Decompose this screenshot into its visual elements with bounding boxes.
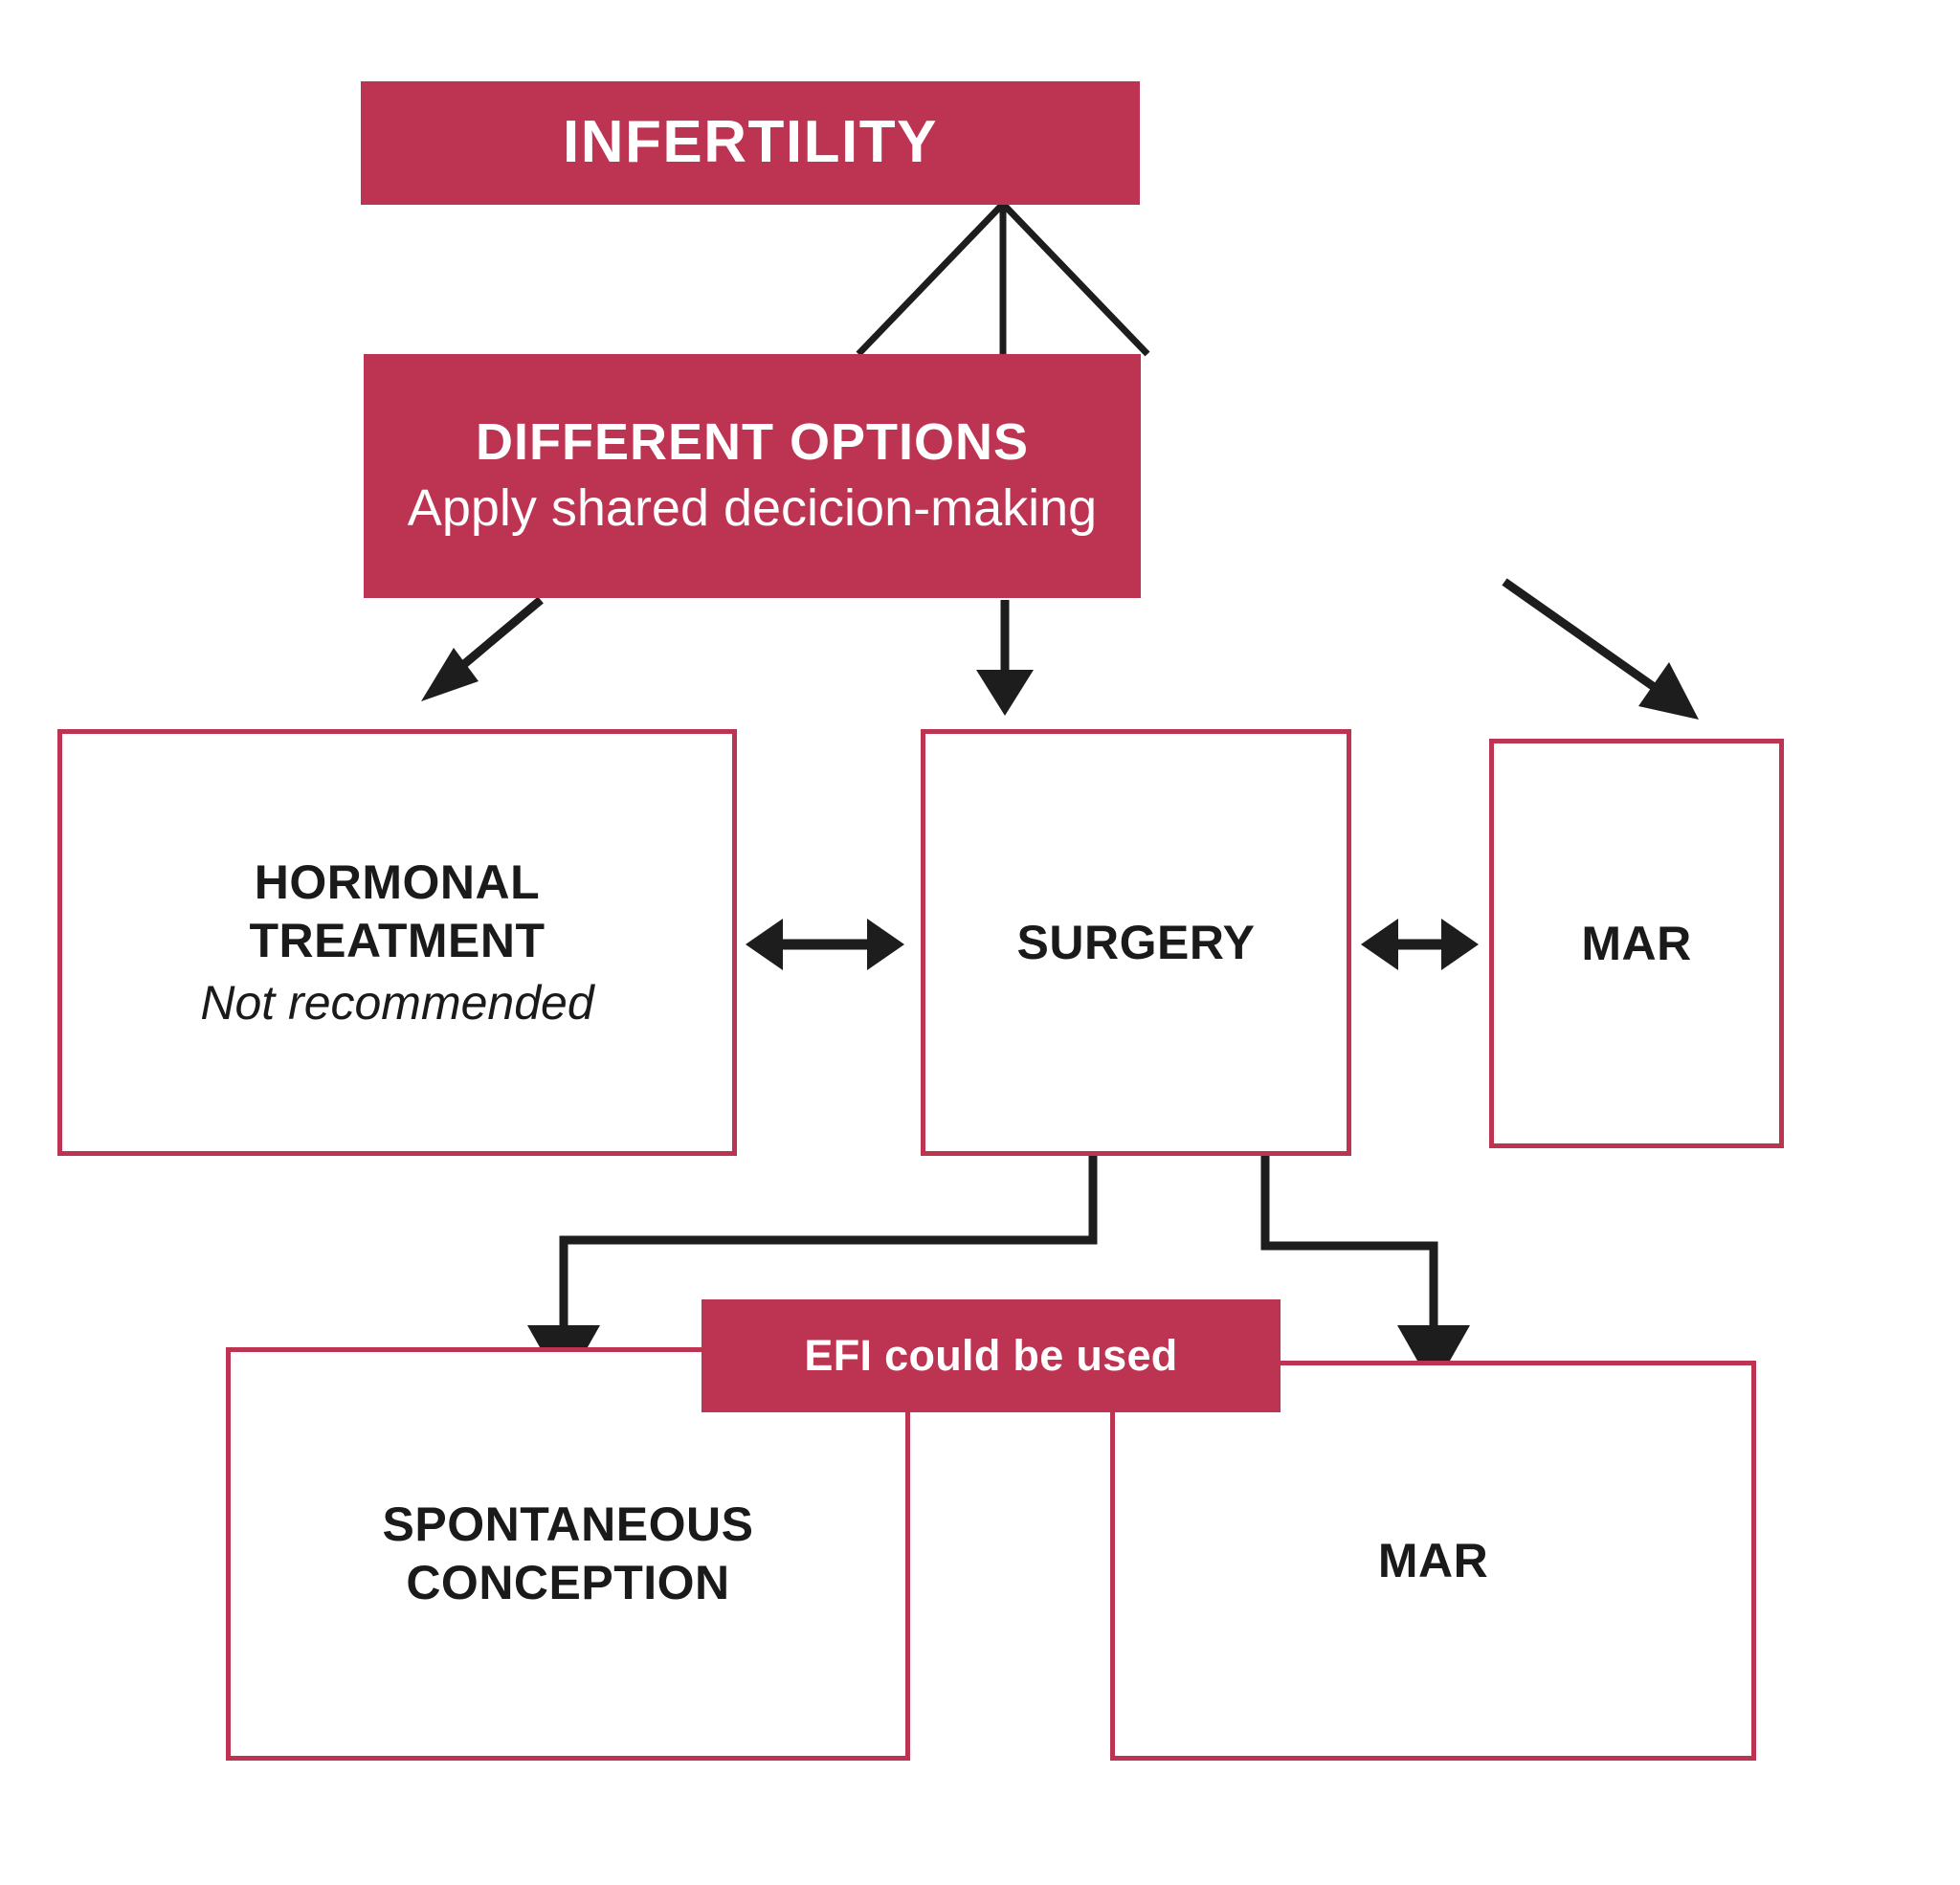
node-mar-middle[interactable]: MAR — [1489, 739, 1784, 1148]
node-mar-bottom-label: MAR — [1377, 1533, 1489, 1587]
node-hormonal-treatment[interactable]: HORMONAL TREATMENT Not recommended — [57, 729, 737, 1156]
connector-options-surgery — [976, 600, 1034, 716]
connector-infertility-options-right — [1000, 201, 1150, 357]
node-spontaneous-conception[interactable]: SPONTANEOUS CONCEPTION — [226, 1347, 910, 1761]
node-spontaneous-conception-label-line1: SPONTANEOUS — [382, 1497, 754, 1551]
connector-infertility-options-left — [856, 201, 1006, 357]
node-hormonal-treatment-note: Not recommended — [200, 975, 594, 1030]
node-surgery-label: SURGERY — [1016, 915, 1256, 969]
node-efi-banner[interactable]: EFI could be used — [702, 1299, 1281, 1412]
connector-options-hormonal — [421, 596, 544, 701]
node-efi-banner-label: EFI could be used — [804, 1331, 1178, 1380]
node-mar-middle-label: MAR — [1581, 916, 1692, 970]
node-infertility-label: INFERTILITY — [563, 109, 938, 176]
connector-surgery-mar-double — [1361, 919, 1479, 970]
node-hormonal-treatment-label-line2: TREATMENT — [249, 913, 546, 967]
node-different-options-label: DIFFERENT OPTIONS — [475, 413, 1029, 472]
node-different-options[interactable]: DIFFERENT OPTIONS Apply shared decicion-… — [364, 354, 1141, 598]
connector-hormonal-surgery-double — [746, 919, 904, 970]
node-spontaneous-conception-label-line2: CONCEPTION — [406, 1556, 730, 1609]
node-infertility[interactable]: INFERTILITY — [361, 81, 1140, 205]
node-hormonal-treatment-label-line1: HORMONAL — [254, 854, 541, 909]
node-surgery[interactable]: SURGERY — [921, 729, 1351, 1156]
node-different-options-subtitle: Apply shared decicion-making — [407, 479, 1098, 538]
connector-options-mar — [1502, 578, 1699, 720]
connector-surgery-mar-bottom — [1260, 1153, 1470, 1389]
node-mar-bottom[interactable]: MAR — [1110, 1361, 1756, 1761]
